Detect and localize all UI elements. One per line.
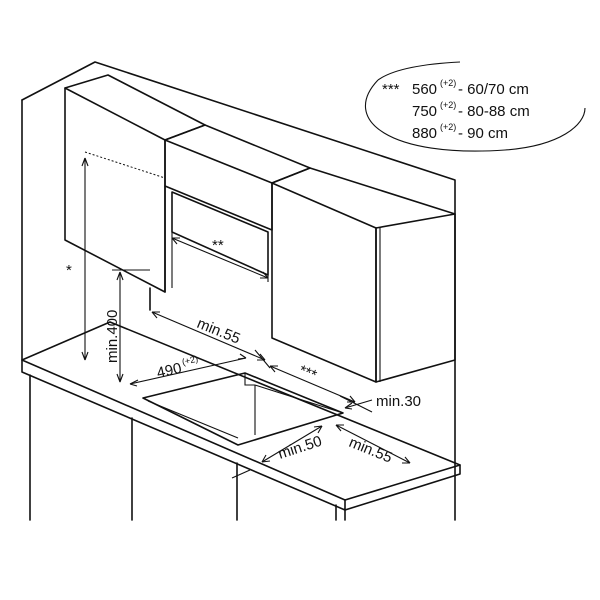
legend-row-3-range: - 90 cm	[458, 125, 508, 142]
legend-row-3-tol: (+2)	[440, 122, 456, 132]
hob-cutout	[142, 372, 344, 446]
label-star2: **	[212, 237, 224, 254]
base-cabinets	[29, 374, 346, 521]
label-min-50: min.50	[276, 433, 324, 463]
label-star3: ***	[297, 362, 320, 384]
hood-cabinet	[164, 124, 311, 293]
wall-cabinet-left	[64, 74, 206, 311]
legend-row-3-width: 880	[412, 125, 437, 142]
label-min-30: min.30	[376, 393, 421, 410]
legend-row-2-tol: (+2)	[440, 100, 456, 110]
legend-row-1-range: - 60/70 cm	[458, 81, 529, 98]
legend: *** 560 (+2) - 60/70 cm 750 (+2) - 80-88…	[365, 61, 586, 152]
label-min-400: min.400	[104, 310, 121, 363]
legend-row-2-range: - 80-88 cm	[458, 103, 530, 120]
legend-row-1-marker: ***	[382, 81, 400, 98]
legend-row-1-tol: (+2)	[440, 78, 456, 88]
label-min-55-side: min.55	[347, 434, 395, 467]
dimension-lines	[81, 151, 411, 464]
legend-row-2-width: 750	[412, 103, 437, 120]
legend-row-1-width: 560	[412, 81, 437, 98]
countertop	[21, 321, 461, 511]
label-cutout-width: 490	[155, 360, 183, 382]
label-min-55-back: min.55	[195, 315, 243, 348]
dimension-labels: * min.400 ** min.55 490 (+2) *** min.30 …	[66, 237, 421, 467]
label-cutout-tol: (+2)	[181, 354, 199, 367]
label-star-height: *	[66, 262, 72, 279]
wall-cabinet-right	[271, 167, 456, 383]
